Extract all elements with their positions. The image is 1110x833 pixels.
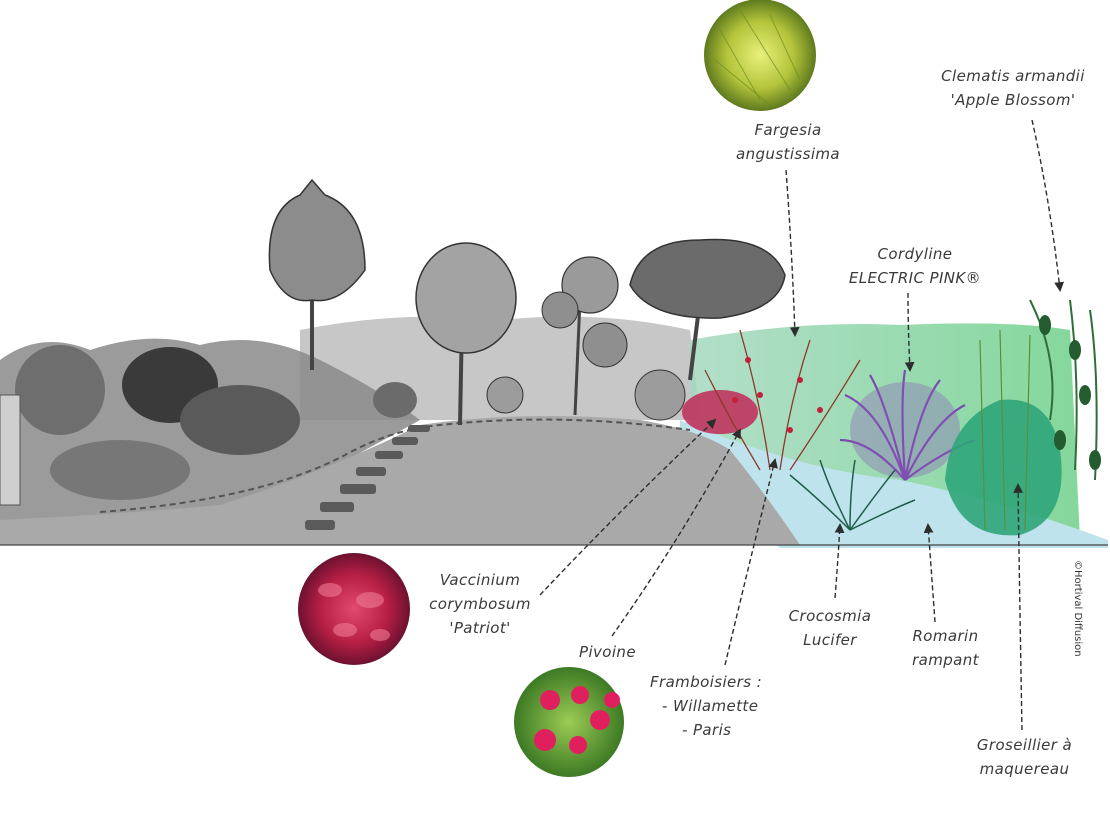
small-shrub xyxy=(634,369,686,421)
label-pivoine: Pivoine xyxy=(570,640,645,664)
pivoine-plant xyxy=(682,390,758,434)
pivoine-photo-flowers xyxy=(534,686,620,754)
label-line: ELECTRIC PINK® xyxy=(848,269,982,287)
vaccinium-photo-texture xyxy=(318,583,390,641)
tree-dark xyxy=(629,238,786,381)
cordyline-fill xyxy=(850,382,960,478)
leader-lines xyxy=(539,119,1065,731)
vaccinium-photo xyxy=(298,553,410,665)
shed xyxy=(0,394,21,506)
tree-palm xyxy=(541,256,628,416)
label-line: Fargesia xyxy=(754,121,822,139)
label-line: 'Apple Blossom' xyxy=(950,91,1076,109)
label-crocosmia: Crocosmia Lucifer xyxy=(780,604,880,652)
framboisiers-arrow xyxy=(724,458,778,666)
small-shrub xyxy=(486,376,524,414)
label-clematis: Clematis armandii 'Apple Blossom' xyxy=(928,64,1098,112)
lawn-edge xyxy=(99,418,691,513)
label-line: Lucifer xyxy=(803,631,857,649)
stepping-stones xyxy=(305,425,430,530)
fargesia-photo xyxy=(704,0,816,111)
romarin-arrow xyxy=(923,523,936,623)
label-line: Cordyline xyxy=(877,245,953,263)
label-fargesia: Fargesia angustissima xyxy=(718,118,858,166)
label-line: Framboisiers : xyxy=(650,673,763,691)
label-groseillier: Groseillier à maquereau xyxy=(962,733,1087,781)
shrub xyxy=(373,382,417,418)
label-line: Vaccinium xyxy=(439,571,521,589)
copyright-text: ©Hortival Diffusion xyxy=(1072,560,1083,657)
label-line: maquereau xyxy=(979,760,1070,778)
fargesia-photo-texture xyxy=(714,9,801,106)
label-framboisiers: Framboisiers : - Willamette - Paris xyxy=(650,670,780,742)
label-line: corymbosum xyxy=(429,595,531,613)
label-line: 'Patriot' xyxy=(449,619,511,637)
label-romarin: Romarin rampant xyxy=(898,624,993,672)
label-line: Clematis armandii xyxy=(941,67,1085,85)
lawn xyxy=(0,416,800,545)
framboisiers-fruit xyxy=(732,357,823,433)
fargesia-arrow xyxy=(785,169,800,337)
shrub xyxy=(15,345,105,435)
label-line: - Paris xyxy=(682,721,732,739)
tree-round xyxy=(415,242,517,426)
label-line: Crocosmia xyxy=(788,607,872,625)
shrub xyxy=(50,440,190,500)
groseillier-arrow xyxy=(1013,483,1024,731)
framboisiers-plant xyxy=(704,329,861,471)
label-line: Romarin xyxy=(912,627,979,645)
label-line: rampant xyxy=(912,651,979,669)
fargesia-plant xyxy=(979,329,1031,531)
clematis-leaves xyxy=(1039,315,1101,470)
label-line: Pivoine xyxy=(579,643,636,661)
clematis-arrow xyxy=(1031,119,1065,292)
label-vaccinium: Vaccinium corymbosum 'Patriot' xyxy=(420,568,540,640)
label-line: angustissima xyxy=(736,145,840,163)
label-line: - Willamette xyxy=(662,697,759,715)
tree-conifer xyxy=(268,178,366,370)
vaccinium-arrow xyxy=(539,418,717,596)
crocosmia-arrow xyxy=(834,523,845,599)
pivoine-arrow xyxy=(611,428,741,637)
label-cordyline: Cordyline ELECTRIC PINK® xyxy=(830,242,1000,290)
shrub xyxy=(180,385,300,455)
label-line: Groseillier à xyxy=(976,736,1073,754)
